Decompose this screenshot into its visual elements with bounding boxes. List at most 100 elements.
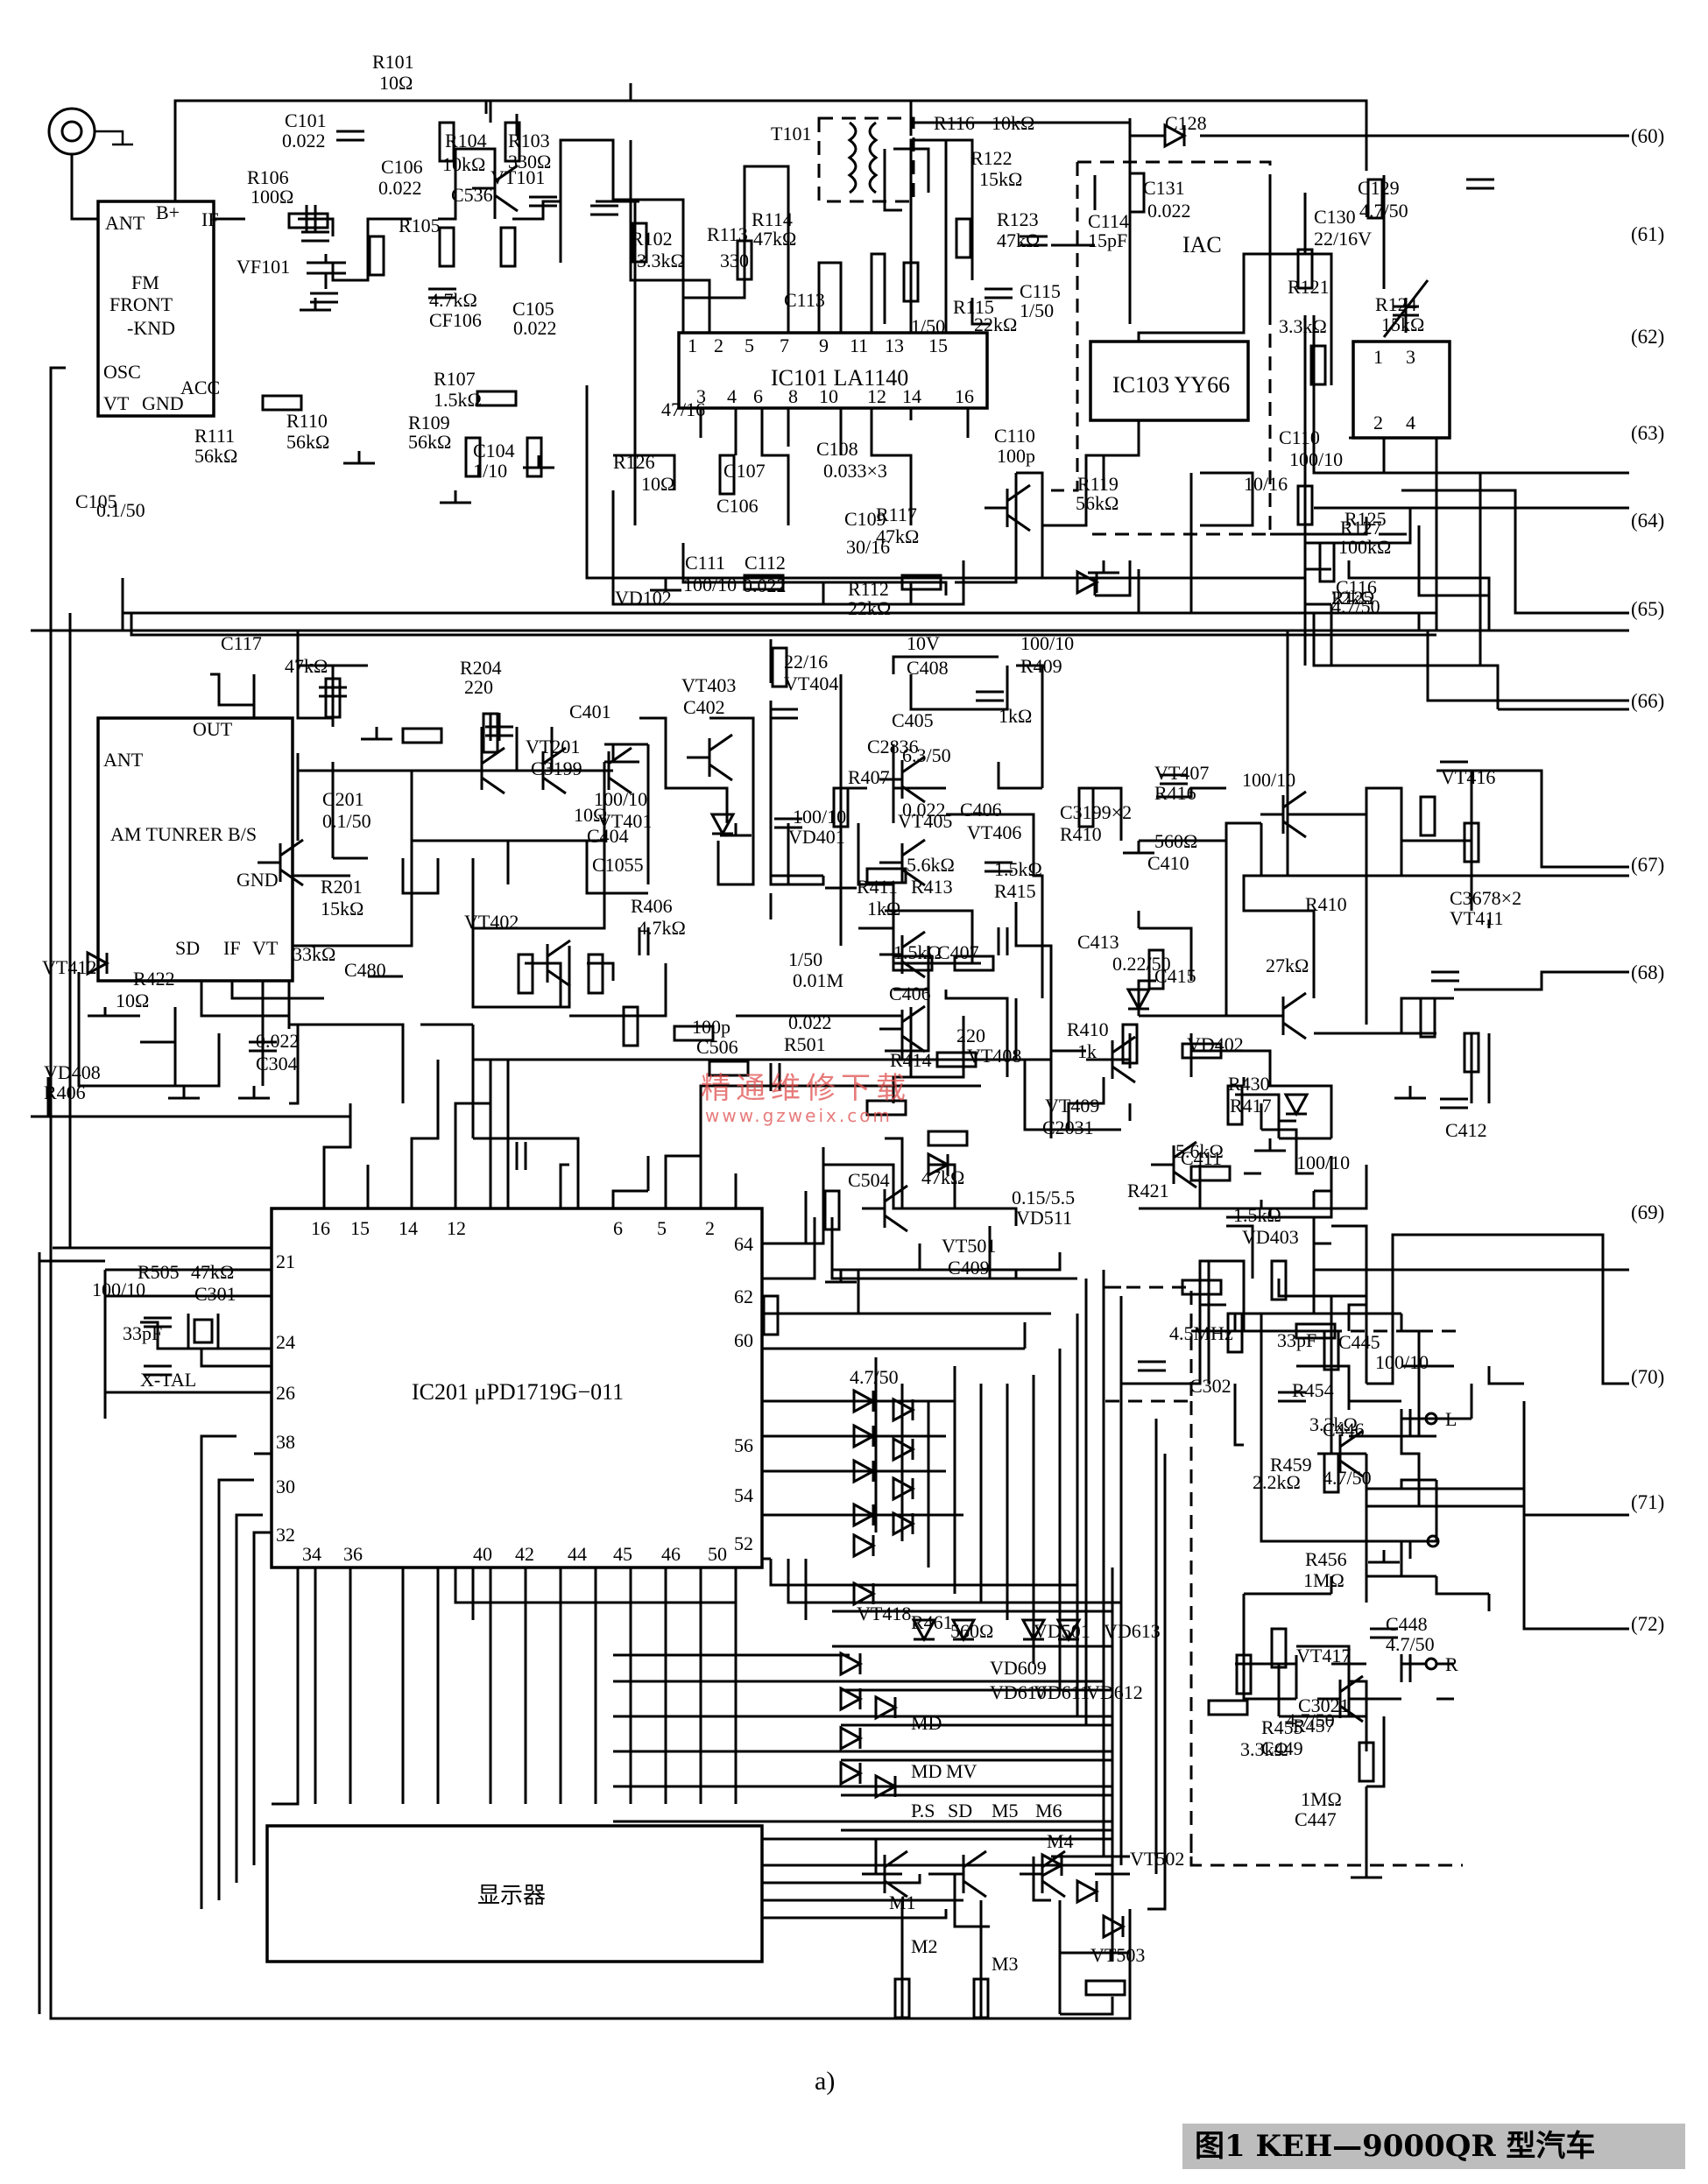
capacitor-symbol: [144, 1364, 172, 1377]
component-c402: C402: [683, 696, 725, 718]
ic101-pin-16: 16: [955, 385, 974, 407]
ground-icon: [238, 1086, 270, 1100]
component-vd612: VD612: [1086, 1681, 1143, 1703]
capacitor-symbol: [1160, 773, 1188, 786]
component-cf106: CF106: [429, 309, 482, 331]
resistor-symbol: [1181, 1042, 1223, 1060]
component-c504: C504: [848, 1169, 890, 1191]
capacitor-symbol: [319, 686, 347, 698]
resistor-symbol: [771, 646, 788, 688]
component-56k: 56kΩ: [1076, 492, 1119, 514]
component-47k: 47kΩ: [997, 229, 1040, 251]
component-c536: C536: [451, 184, 493, 206]
resistor-symbol: [261, 394, 303, 412]
component-r125: R125: [1331, 587, 1373, 609]
component-vd610: VD610: [990, 1681, 1047, 1703]
resistor-symbol: [893, 1977, 911, 2019]
resistor-symbol: [622, 1005, 639, 1047]
resistor-symbol: [972, 1977, 990, 2019]
component-r414: R414: [890, 1049, 932, 1071]
component-r112: R112: [848, 578, 889, 600]
component-r406: R406: [44, 1081, 86, 1103]
resistor-symbol: [832, 786, 850, 828]
transistor-symbol: [879, 930, 926, 979]
ic201-pin-52: 52: [734, 1532, 753, 1554]
component-r109: R109: [408, 412, 450, 433]
component-150: 1/50: [911, 315, 945, 337]
ic201-pin-5: 5: [657, 1217, 667, 1239]
pin-block-4: 4: [1406, 412, 1415, 433]
wires: [31, 83, 1629, 2020]
component-r430: R430: [1228, 1073, 1270, 1095]
diode-symbol: [852, 1388, 877, 1414]
port-61: (61): [1631, 223, 1664, 245]
diode-symbol: [852, 1581, 877, 1607]
ic201-pin-46: 46: [661, 1543, 681, 1565]
capacitor-symbol: [1440, 1097, 1468, 1110]
ic201-pin-36: 36: [343, 1543, 363, 1565]
component-0022: 0.022: [902, 799, 946, 821]
transistor-symbol: [862, 1184, 908, 1233]
component-r505: R505: [138, 1261, 180, 1283]
component-m5: M5: [992, 1800, 1019, 1821]
fm-pin-gnd: GND: [142, 392, 184, 414]
component-r124: R124: [1375, 293, 1417, 315]
component-md: MD: [911, 1760, 942, 1782]
diode-symbol: [1076, 1878, 1100, 1905]
capacitor-symbol: [1370, 1627, 1398, 1639]
diode-symbol: [892, 1511, 916, 1537]
component-c506: C506: [696, 1036, 738, 1058]
output-left-label: L: [1445, 1408, 1457, 1430]
component-vt101: VT101: [491, 166, 545, 188]
resistor-symbol: [1323, 1329, 1340, 1371]
component-220: 220: [956, 1025, 985, 1046]
component-r103: R103: [508, 130, 550, 151]
capacitor-symbol: [529, 195, 557, 208]
component-r126: R126: [613, 451, 655, 473]
component-r122: R122: [970, 147, 1013, 169]
ground-icon: [1394, 1086, 1426, 1100]
component-c302: C302: [1189, 1375, 1232, 1397]
iac-label: IAC: [1182, 232, 1222, 257]
ic101-label: IC101 LA1140: [771, 365, 908, 391]
component-c115: C115: [1020, 280, 1061, 302]
component-r111: R111: [194, 425, 235, 447]
component-10k: 10kΩ: [992, 112, 1034, 134]
diode-symbol: [839, 1725, 864, 1751]
ic201-pin-44: 44: [568, 1543, 587, 1565]
ic201-pin-32: 32: [276, 1524, 295, 1546]
transistor-symbol: [525, 939, 571, 988]
port-65: (65): [1631, 598, 1664, 620]
resistor-symbol: [1295, 1322, 1337, 1340]
component-vt416: VT416: [1441, 766, 1495, 788]
ic101-pin-14: 14: [902, 385, 921, 407]
capacitor-symbol: [769, 1063, 781, 1091]
component-r114: R114: [752, 208, 793, 230]
am-tuner-module: ANT OUT AM TUNRER B/S GND SD IF VT: [96, 716, 294, 983]
ground-icon: [1368, 1550, 1400, 1564]
capacitor-symbol: [1400, 1409, 1412, 1437]
component-c201: C201: [322, 788, 364, 810]
component-15k: 15kΩ: [979, 168, 1022, 190]
component-15k: 1.5kΩ: [434, 389, 482, 411]
port-66: (66): [1631, 690, 1664, 712]
capacitor-symbol: [976, 690, 1004, 702]
component-560: 560Ω: [1154, 830, 1197, 852]
component-vt408: VT408: [967, 1045, 1021, 1067]
t101-label: T101: [771, 123, 811, 144]
component-r411: R411: [857, 876, 898, 898]
port-63: (63): [1631, 422, 1664, 444]
component-1m: 1MΩ: [1301, 1788, 1342, 1810]
resistor-symbol: [736, 239, 753, 281]
resistor-symbol: [1358, 1741, 1375, 1783]
ic201-pin-24: 24: [276, 1331, 295, 1353]
component-r413: R413: [911, 876, 953, 898]
component-c412: C412: [1445, 1119, 1487, 1141]
resistor-symbol: [1147, 948, 1165, 990]
capacitor-symbol: [1138, 1360, 1166, 1372]
ic201-pin-60: 60: [734, 1329, 753, 1351]
component-10010: 100/10: [1375, 1351, 1429, 1373]
component-0150: 0.1/50: [96, 499, 145, 521]
ground-icon: [300, 298, 331, 312]
